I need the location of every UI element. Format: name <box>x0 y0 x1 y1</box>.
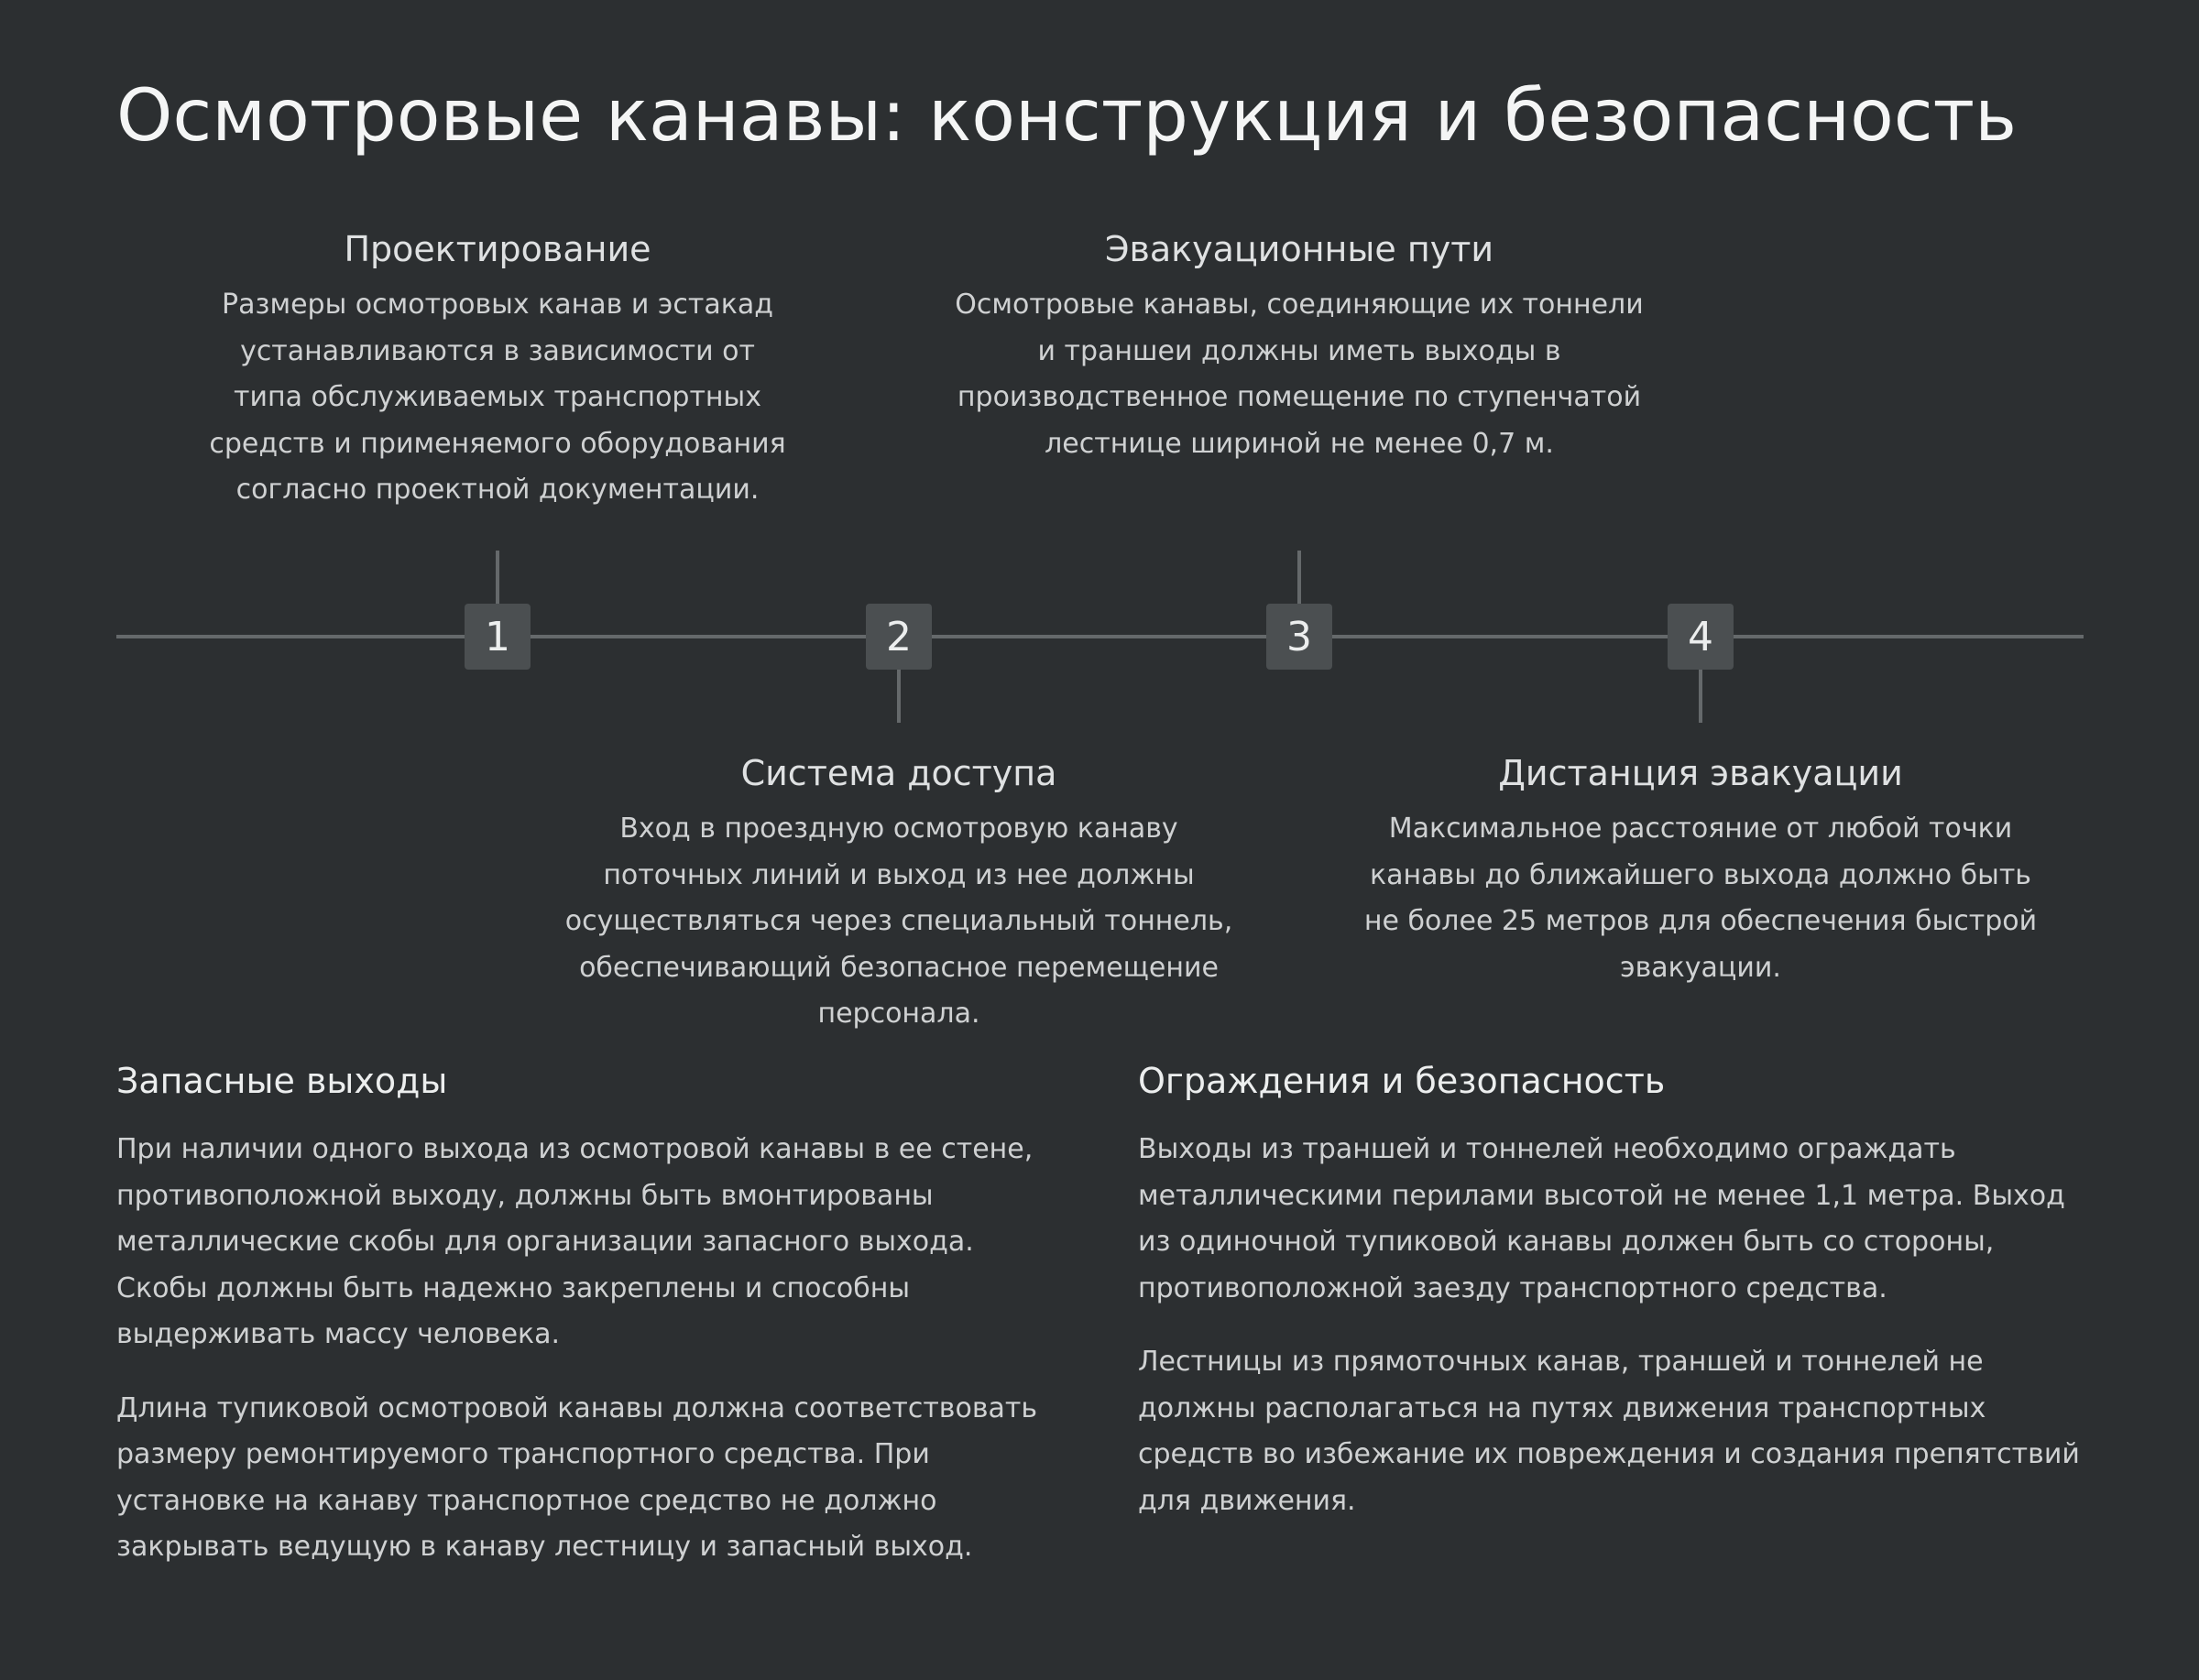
step-marker-3: 3 <box>1266 604 1332 670</box>
timeline-item-text: Осмотровые канавы, соединяющие их тоннел… <box>955 289 1644 460</box>
section-heading: Ограждения и безопасность <box>1138 1061 1666 1101</box>
timeline-line <box>116 635 2084 638</box>
page-title: Осмотровые канавы: конструкция и безопас… <box>116 75 2018 158</box>
timeline-item-3: Эвакуационные пути Осмотровые канавы, со… <box>924 224 1675 467</box>
section-paragraph: Длина тупиковой осмотровой канавы должна… <box>116 1391 1038 1564</box>
timeline-item-heading: Система доступа <box>740 753 1057 793</box>
step-marker-4: 4 <box>1668 604 1734 670</box>
timeline-item-heading: Проектирование <box>344 229 651 269</box>
timeline-item-text: Максимальное расстояние от любой точки к… <box>1363 813 2038 984</box>
timeline-item-2: Система доступа Вход в проездную осмотро… <box>523 747 1275 1038</box>
section-emergency-exits: Запасные выходы При наличии одного выход… <box>116 1053 1069 1571</box>
timeline-item-text: Вход в проездную осмотровую канаву поточ… <box>564 813 1233 1030</box>
timeline-item-1: Проектирование Размеры осмотровых канав … <box>122 224 873 514</box>
step-marker-1: 1 <box>465 604 531 670</box>
section-fencing-safety: Ограждения и безопасность Выходы из тран… <box>1138 1053 2091 1524</box>
timeline-item-4: Дистанция эвакуации Максимальное расстоя… <box>1325 747 2076 991</box>
timeline-item-heading: Эвакуационные пути <box>1104 229 1494 269</box>
section-paragraph: Выходы из траншей и тоннелей необходимо … <box>1138 1133 2065 1304</box>
timeline-item-heading: Дистанция эвакуации <box>1498 753 1903 793</box>
connector <box>1297 551 1301 604</box>
section-paragraph: При наличии одного выхода из осмотровой … <box>116 1133 1034 1350</box>
connector <box>496 551 499 604</box>
section-heading: Запасные выходы <box>116 1061 448 1101</box>
connector <box>1699 670 1702 723</box>
section-paragraph: Лестницы из прямоточных канав, траншей и… <box>1138 1346 2080 1517</box>
connector <box>897 670 901 723</box>
step-marker-2: 2 <box>866 604 932 670</box>
timeline-item-text: Размеры осмотровых канав и эстакад устан… <box>209 289 786 506</box>
